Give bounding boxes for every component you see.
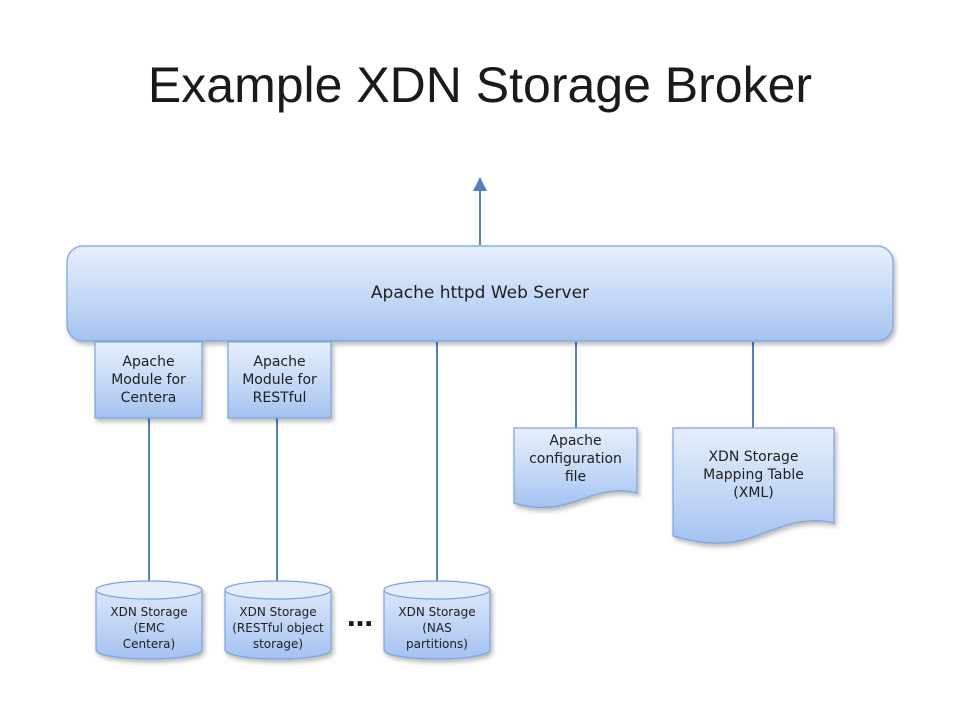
module-centera-label: Apache Module for Centera — [111, 353, 186, 407]
config-file-document — [513, 427, 638, 509]
connectors — [148, 190, 754, 584]
storage-nas-cylinder — [383, 580, 491, 660]
server-label: Apache httpd Web Server — [370, 283, 590, 304]
server-box — [66, 245, 894, 342]
storage-restful-cylinder — [224, 580, 332, 660]
storage-restful-label: XDN Storage (RESTful object storage) — [232, 604, 324, 652]
more-storage-ellipsis: … — [347, 603, 373, 633]
storage-centera-label: XDN Storage (EMC Centera) — [110, 604, 188, 652]
mapping-table-label: XDN Storage Mapping Table (XML) — [703, 448, 804, 502]
module-centera-box — [94, 341, 203, 419]
config-file-label: Apache configuration file — [529, 432, 622, 486]
mapping-table-document — [672, 427, 835, 544]
storage-nas-label: XDN Storage (NAS partitions) — [398, 604, 476, 652]
diagram-title: Example XDN Storage Broker — [147, 57, 813, 113]
storage-centera-cylinder — [95, 580, 203, 660]
module-restful-label: Apache Module for RESTful — [242, 353, 317, 407]
module-restful-box — [227, 341, 332, 419]
arrow-up-icon — [473, 177, 487, 191]
